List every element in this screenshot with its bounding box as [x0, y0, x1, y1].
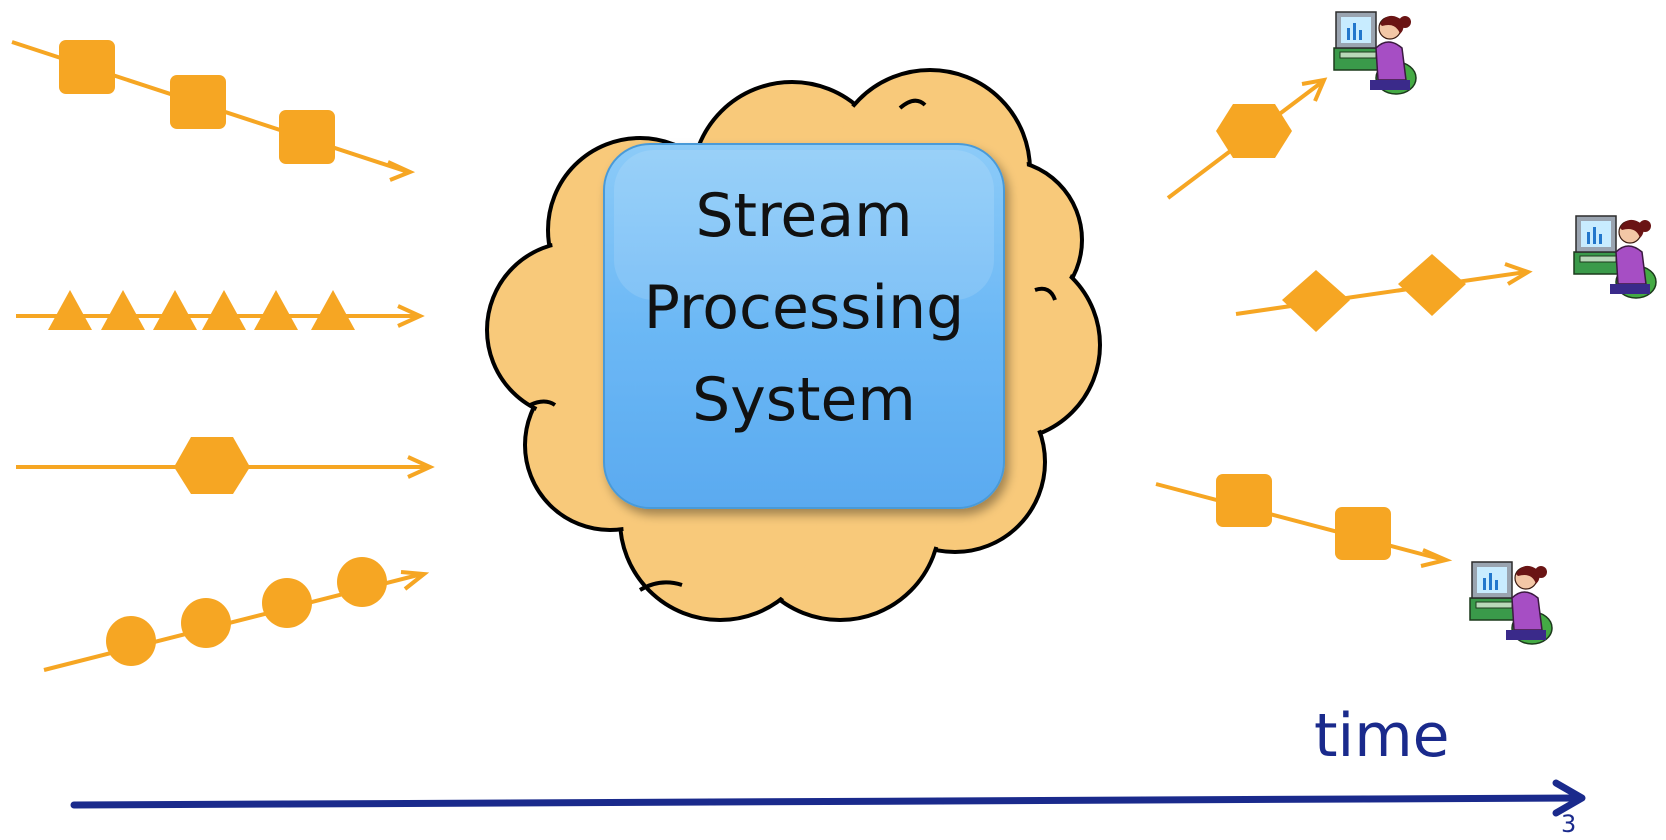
- circle-event: [337, 557, 387, 607]
- time-axis: [70, 779, 1586, 817]
- input-stream-triangles: [16, 290, 425, 330]
- system-title-line-1: Stream: [695, 181, 913, 251]
- triangle-event: [254, 290, 298, 330]
- arrowhead: [397, 304, 425, 328]
- hexagon-event: [174, 437, 250, 494]
- input-stream-squares: [11, 40, 416, 182]
- system-title-line-3: System: [692, 365, 916, 435]
- circle-event: [181, 598, 231, 648]
- square-event: [59, 40, 115, 94]
- arrowhead: [1301, 77, 1328, 102]
- hexagon-event: [1216, 104, 1292, 158]
- square-event: [170, 75, 226, 129]
- time-axis-line: [70, 794, 1582, 809]
- page-number: 3: [1561, 810, 1577, 838]
- triangle-event: [311, 290, 355, 330]
- triangle-event: [48, 290, 92, 330]
- arrowhead: [407, 455, 435, 479]
- system-title-line-2: Processing: [643, 273, 965, 343]
- diamond-event: [1398, 254, 1466, 316]
- circle-event: [262, 578, 312, 628]
- arrowhead: [400, 570, 430, 591]
- output-stream-squares: [1155, 474, 1453, 568]
- stream-line: [1235, 270, 1527, 316]
- arrowhead: [1420, 548, 1453, 568]
- square-event: [1216, 474, 1272, 527]
- box-highlight: [614, 150, 994, 300]
- output-stream-hexagon: [1166, 77, 1328, 200]
- user-at-computer-icon: [1333, 11, 1417, 95]
- square-event: [279, 110, 335, 164]
- diamond-event: [1282, 270, 1350, 332]
- stream-processing-box: [603, 143, 1005, 509]
- arrowhead: [1504, 262, 1533, 286]
- user-at-computer-icon: [1573, 215, 1657, 299]
- input-stream-circles: [43, 557, 430, 672]
- triangle-event: [101, 290, 145, 330]
- user-at-computer-icon: [1469, 561, 1553, 645]
- triangle-event: [202, 290, 246, 330]
- system-title: Stream Processing System: [604, 144, 1004, 508]
- input-stream-hexagon: [16, 437, 435, 494]
- square-event: [1335, 507, 1391, 560]
- stream-line: [1155, 482, 1445, 562]
- time-axis-arrowhead: [1552, 779, 1586, 817]
- time-axis-label: time: [1314, 701, 1450, 771]
- arrowhead: [387, 160, 416, 182]
- triangle-event: [153, 290, 197, 330]
- circle-event: [106, 616, 156, 666]
- output-stream-diamonds: [1235, 254, 1533, 332]
